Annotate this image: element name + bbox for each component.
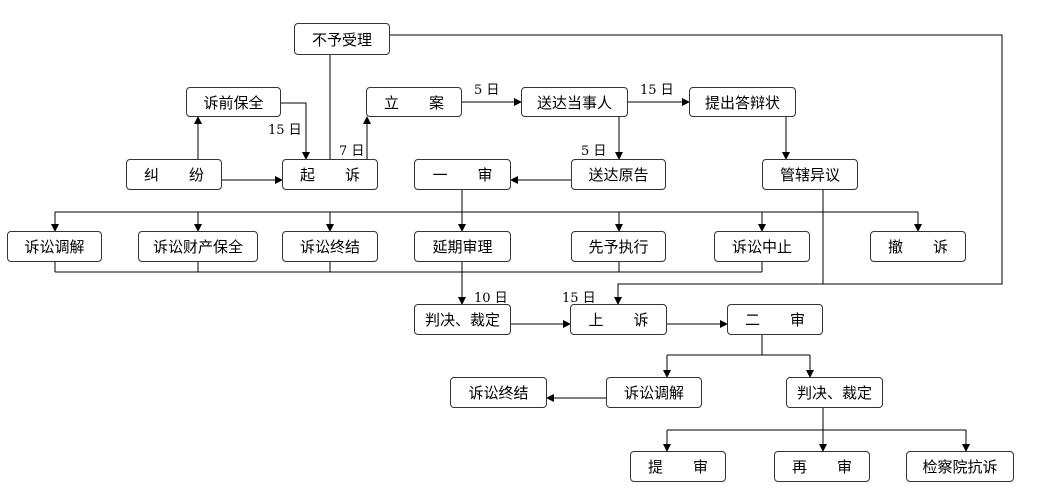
node-suqian-baoquan: 诉前保全 xyxy=(186,87,281,117)
node-panjue-caiding-2: 判决、裁定 xyxy=(786,377,883,408)
node-susong-tiaojie: 诉讼调解 xyxy=(7,231,102,262)
node-yanqi-shenli: 延期审理 xyxy=(414,231,511,262)
node-jiufen: 纠 纷 xyxy=(126,159,222,190)
arrow-baoquan-to-qisu xyxy=(281,102,310,160)
node-songda-dangshiren: 送达当事人 xyxy=(521,87,628,117)
node-panjue-caiding: 判决、裁定 xyxy=(414,304,511,335)
node-guanxia-yiyi: 管辖异议 xyxy=(762,159,858,190)
node-tichu-dabianzhuang: 提出答辩状 xyxy=(689,87,796,117)
node-shangsu: 上 诉 xyxy=(570,304,667,335)
node-susong-tiaojie-2: 诉讼调解 xyxy=(606,377,702,408)
node-susong-zhongjie: 诉讼终结 xyxy=(282,231,378,262)
node-yishen: 一 审 xyxy=(414,159,511,190)
label-5-days-yuangao: 5 日 xyxy=(581,144,607,159)
label-7-days-lian: 7 日 xyxy=(339,144,365,159)
label-10-days-panjue: 10 日 xyxy=(474,291,508,306)
node-qisu: 起 诉 xyxy=(282,159,378,190)
label-5-days-songda: 5 日 xyxy=(474,83,500,98)
node-ershen: 二 审 xyxy=(727,304,823,335)
node-chesu: 撤 诉 xyxy=(870,231,966,262)
node-lian: 立 案 xyxy=(366,87,462,117)
node-buyu-shouli: 不予受理 xyxy=(294,23,390,55)
node-jianchayuan-kangsu: 检察院抗诉 xyxy=(906,451,1014,482)
node-tishen: 提 审 xyxy=(630,451,726,482)
label-15-days-baoquan: 15 日 xyxy=(268,123,302,138)
node-susong-caichan-baoquan: 诉讼财产保全 xyxy=(138,231,258,262)
node-xianyu-zhixing: 先予执行 xyxy=(571,231,666,262)
node-susong-zhongzhi: 诉讼中止 xyxy=(714,231,810,262)
label-15-days-dabian: 15 日 xyxy=(640,83,674,98)
label-15-days-shangsu: 15 日 xyxy=(562,291,596,306)
node-zaishen: 再 审 xyxy=(774,451,870,482)
node-songda-yuangao: 送达原告 xyxy=(571,159,666,190)
node-susong-zhongjie-2: 诉讼终结 xyxy=(450,377,547,408)
line-buyu-to-shangsu xyxy=(390,34,1003,305)
